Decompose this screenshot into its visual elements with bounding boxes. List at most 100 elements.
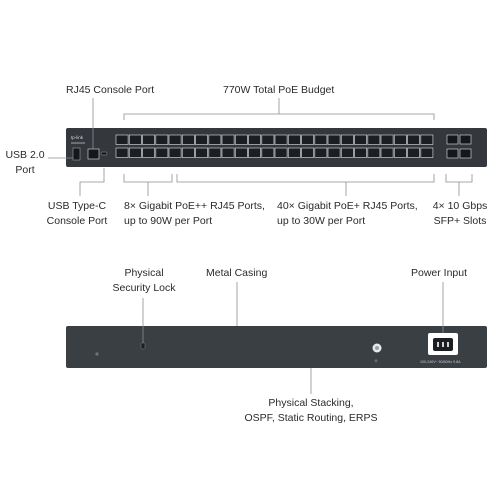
brand-logo-text: tp-link xyxy=(71,135,84,140)
rj45-port xyxy=(261,134,275,145)
usb20-port-label: USB 2.0 Port xyxy=(4,148,46,178)
power-rating-text: 100-240V~ 50/60Hz 9.8A xyxy=(420,360,461,364)
rj45-port xyxy=(380,134,394,145)
rj45-port xyxy=(168,134,182,145)
rj45-port-grid xyxy=(115,134,434,158)
sfp-slot xyxy=(459,148,472,159)
usbc-label-line2: Console Port xyxy=(46,215,108,227)
power-pin-right xyxy=(447,342,449,347)
sfp-label-line1: 4× 10 Gbps xyxy=(432,200,488,212)
front-callout-lines xyxy=(48,98,473,196)
rj45-port xyxy=(248,134,261,145)
usb20-port-label-line1: USB 2.0 xyxy=(5,149,45,161)
rj45-port xyxy=(420,147,434,158)
rj45-port xyxy=(354,134,367,145)
rj45-port xyxy=(261,147,275,158)
rj45-port xyxy=(208,147,222,158)
stacking-routing-label: Physical Stacking, OSPF, Static Routing,… xyxy=(236,396,386,426)
switch-front-panel xyxy=(66,128,487,167)
sfp-slot xyxy=(459,134,472,145)
security-lock-slot xyxy=(140,342,146,350)
rj45-port xyxy=(234,134,248,145)
sfp-bracket xyxy=(445,174,473,183)
physical-security-lock-label: Physical Security Lock xyxy=(104,266,184,296)
rj45-port xyxy=(195,147,208,158)
usbc-callout xyxy=(79,168,105,196)
rj45-port xyxy=(115,134,129,145)
rj45-port xyxy=(380,147,394,158)
ground-symbol: ⏚ xyxy=(374,357,378,363)
rj45-console-port xyxy=(87,148,100,160)
rj45-port xyxy=(407,147,420,158)
rj45-port xyxy=(340,147,354,158)
sfp-label-line2: SFP+ Slots xyxy=(433,215,487,227)
poep-label-line2: up to 30W per Port xyxy=(277,215,366,227)
rj45-port xyxy=(327,134,341,145)
rj45-port xyxy=(340,134,354,145)
usbc-label-line1: USB Type-C xyxy=(47,200,107,212)
poepp-label-line1: 8× Gigabit PoE++ RJ45 Ports, xyxy=(124,200,265,212)
usb20-port-label-line2: Port xyxy=(15,164,35,176)
sfp-slot xyxy=(446,134,459,145)
back-screw-left xyxy=(95,352,99,356)
rj45-port xyxy=(274,147,288,158)
metal-casing-label: Metal Casing xyxy=(206,267,268,279)
poepp-bracket xyxy=(123,174,173,183)
sfp-slot xyxy=(446,148,459,159)
usb-type-c-port xyxy=(100,151,108,156)
rj45-port xyxy=(301,147,314,158)
usb-type-c-console-label: USB Type-C Console Port xyxy=(42,199,112,229)
power-pin-left xyxy=(437,342,439,347)
poe-plus-plus-ports-label: 8× Gigabit PoE++ RJ45 Ports, up to 90W p… xyxy=(124,199,265,229)
grounding-screw-center xyxy=(375,346,379,350)
rj45-port xyxy=(208,134,222,145)
back-callout-lines xyxy=(142,282,444,394)
rj45-port xyxy=(367,147,381,158)
power-input-label: Power Input xyxy=(411,267,468,279)
rj45-port xyxy=(314,147,328,158)
switch-back-panel xyxy=(66,326,487,368)
rj45-port xyxy=(367,134,381,145)
security-label-line1: Physical xyxy=(124,267,164,279)
rj45-port xyxy=(354,147,367,158)
rj45-port xyxy=(393,147,407,158)
poe-budget-label: 770W Total PoE Budget xyxy=(223,84,335,96)
rj45-port xyxy=(287,147,301,158)
rj45-port xyxy=(128,134,142,145)
stacking-label-line1: Physical Stacking, xyxy=(268,397,354,409)
poep-label-line1: 40× Gigabit PoE+ RJ45 Ports, xyxy=(277,200,418,212)
rj45-port xyxy=(155,147,169,158)
rj45-port xyxy=(301,134,314,145)
rj45-port xyxy=(155,134,169,145)
poe-plus-ports-label: 40× Gigabit PoE+ RJ45 Ports, up to 30W p… xyxy=(277,199,418,229)
rj45-port xyxy=(287,134,301,145)
poepp-label-line2: up to 90W per Port xyxy=(124,215,213,227)
rj45-port xyxy=(142,147,155,158)
rj45-port xyxy=(115,147,129,158)
rj45-port xyxy=(195,134,208,145)
sfp-slots-label: 4× 10 Gbps SFP+ Slots xyxy=(428,199,492,229)
poep-bracket xyxy=(176,174,435,183)
rj45-port xyxy=(142,134,155,145)
rj45-port xyxy=(221,147,235,158)
rj45-port xyxy=(221,134,235,145)
rj45-port xyxy=(314,134,328,145)
security-label-line2: Security Lock xyxy=(112,282,176,294)
rj45-port xyxy=(128,147,142,158)
poe-budget-bracket xyxy=(123,113,435,120)
rj45-port xyxy=(393,134,407,145)
sfp-slot-grid xyxy=(446,134,472,159)
rj45-console-port-label: RJ45 Console Port xyxy=(66,84,155,96)
status-led-strip xyxy=(71,142,85,144)
stacking-label-line2: OSPF, Static Routing, ERPS xyxy=(244,412,378,424)
rj45-port xyxy=(248,147,261,158)
usb20-port xyxy=(72,147,81,161)
rj45-port xyxy=(181,134,195,145)
rj45-port xyxy=(168,147,182,158)
rj45-port xyxy=(181,147,195,158)
rj45-port xyxy=(420,134,434,145)
power-pin-center xyxy=(442,342,444,347)
rj45-port xyxy=(274,134,288,145)
rj45-port xyxy=(407,134,420,145)
